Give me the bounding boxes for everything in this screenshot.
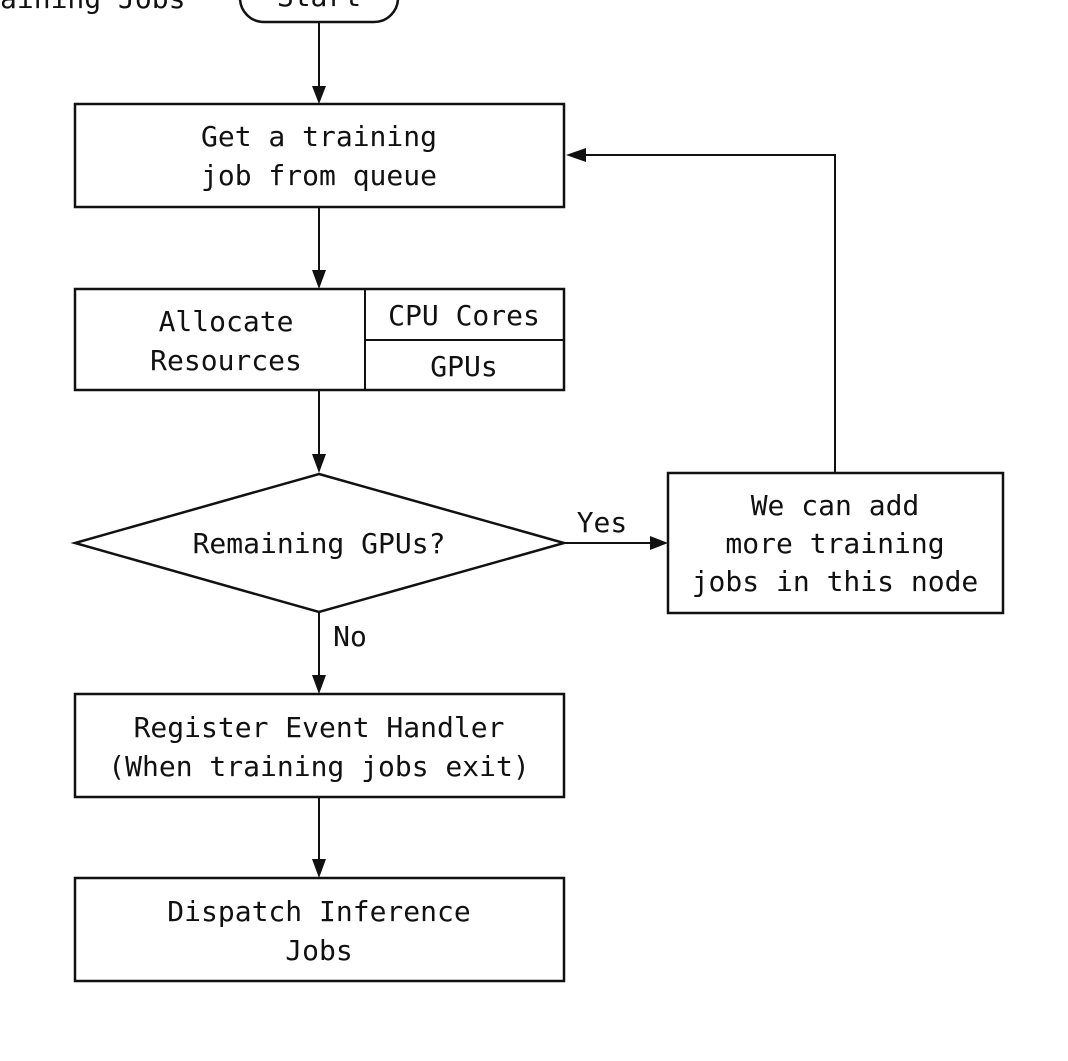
add-more-label-line1: We can add xyxy=(751,489,920,522)
arrowhead xyxy=(312,675,326,694)
start-label: Start xyxy=(277,0,361,13)
arrowhead xyxy=(312,454,326,473)
gpus-cell: GPUs xyxy=(430,350,497,383)
register-label-line2: (When training jobs exit) xyxy=(108,750,529,783)
get-job-label-line2: job from queue xyxy=(201,159,437,192)
register-label-line1: Register Event Handler xyxy=(134,711,505,744)
dispatch-label-line1: Dispatch Inference xyxy=(167,895,470,928)
header-left-label: aining Jobs xyxy=(0,0,185,15)
add-more-label-line2: more training xyxy=(725,527,944,560)
arrowhead xyxy=(650,536,668,550)
add-more-label-line3: jobs in this node xyxy=(692,565,979,598)
dispatch-label-line2: Jobs xyxy=(285,934,352,967)
arrowhead xyxy=(312,270,326,289)
cpu-cores-cell: CPU Cores xyxy=(388,299,540,332)
allocate-label-line2: Resources xyxy=(150,344,302,377)
arrowhead xyxy=(312,859,326,878)
allocate-label-line1: Allocate xyxy=(159,305,294,338)
yes-label: Yes xyxy=(577,506,628,539)
decision-label: Remaining GPUs? xyxy=(193,527,446,560)
edge-loop-back xyxy=(584,155,835,473)
arrowhead xyxy=(566,148,586,162)
no-label: No xyxy=(333,620,367,653)
arrowhead xyxy=(312,86,326,104)
get-job-label-line1: Get a training xyxy=(201,120,437,153)
